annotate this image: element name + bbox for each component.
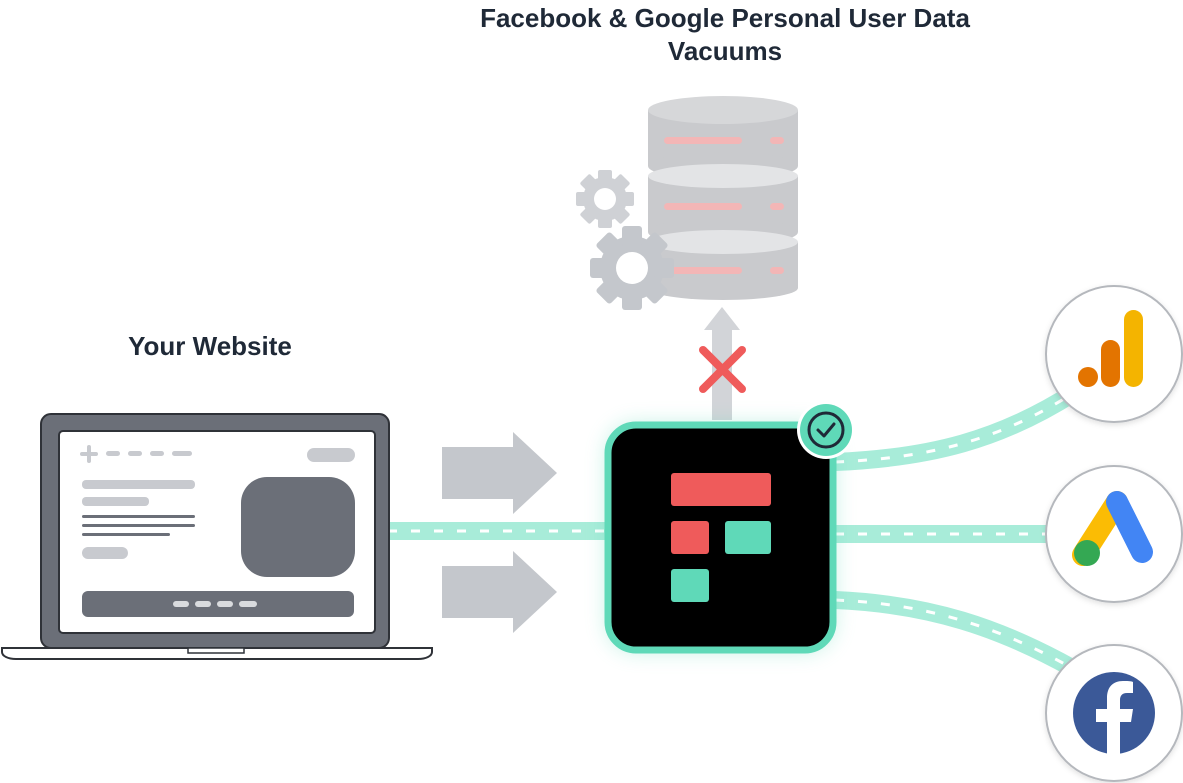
laptop-icon — [1, 413, 433, 660]
x-icon — [699, 346, 746, 393]
destination-google-ads — [1045, 465, 1183, 603]
track-to-facebook — [834, 591, 1077, 676]
destination-facebook — [1045, 644, 1183, 782]
facebook-icon — [1073, 672, 1155, 754]
database-icon — [648, 96, 798, 300]
destination-google-analytics — [1045, 285, 1183, 423]
website-title: Your Website — [128, 331, 292, 361]
gear-icon-small — [576, 170, 634, 228]
website-mockup — [80, 445, 355, 617]
flow-arrows — [442, 307, 740, 633]
hub-logo — [604, 421, 837, 654]
check-icon — [797, 401, 855, 459]
gear-icon-large — [590, 226, 674, 310]
vacuums-title: Facebook & Google Personal User Data Vac… — [480, 3, 970, 66]
google-analytics-icon — [1078, 310, 1143, 387]
google-ads-icon — [1072, 491, 1153, 566]
arrow-right-lower — [442, 551, 557, 633]
track-to-analytics — [834, 384, 1080, 471]
connector-tracks — [388, 384, 1080, 676]
arrow-right-upper — [442, 432, 557, 514]
